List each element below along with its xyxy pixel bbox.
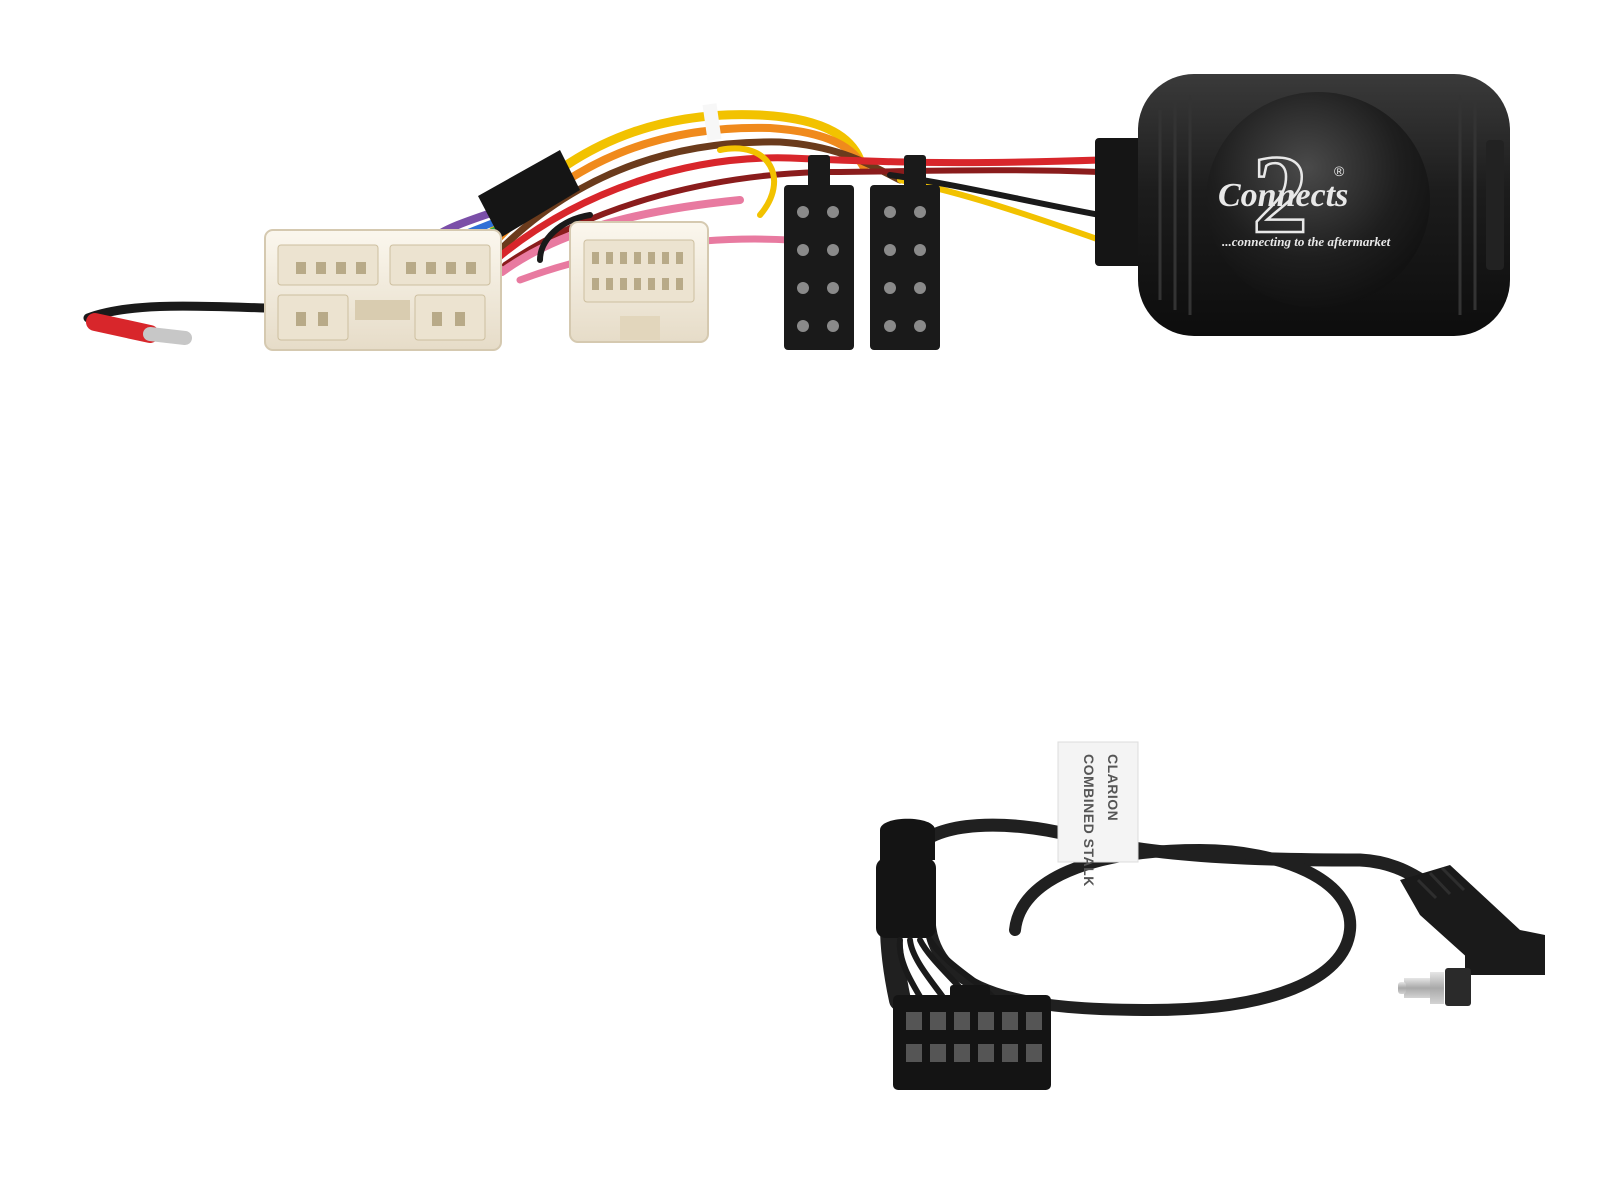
iso-connector-right: [870, 155, 940, 350]
patch-lead: CLARION COMBINED STALK: [876, 741, 1545, 1090]
cable-tie: [702, 103, 722, 141]
velcro-strap: [876, 858, 936, 938]
heat-shrink-sleeve: [478, 150, 580, 238]
interface-module: [1095, 74, 1510, 336]
cable-label-flag: CLARION COMBINED STALK: [1057, 741, 1139, 887]
logo-digit: 2: [1252, 133, 1308, 257]
cable-tag-line2: COMBINED STALK: [1081, 754, 1097, 887]
ground-wire: [83, 301, 270, 345]
multi-pin-plug: [893, 985, 1051, 1090]
iso-connector-left: [784, 155, 854, 350]
wiring-harness: [83, 74, 1510, 351]
brand-logo: 2 Connects ® ...connecting to the afterm…: [1218, 132, 1391, 259]
registered-mark: ®: [1334, 163, 1345, 179]
vehicle-connector-small: [569, 221, 709, 343]
vehicle-connector-large: [264, 229, 502, 351]
brand-tagline: ...connecting to the aftermarket: [1222, 234, 1391, 249]
audio-jack-plug: [1398, 865, 1545, 1006]
module-dome: [1206, 92, 1430, 308]
logo-word: Connects: [1218, 177, 1348, 214]
cable-tag-line1: CLARION: [1105, 754, 1121, 821]
